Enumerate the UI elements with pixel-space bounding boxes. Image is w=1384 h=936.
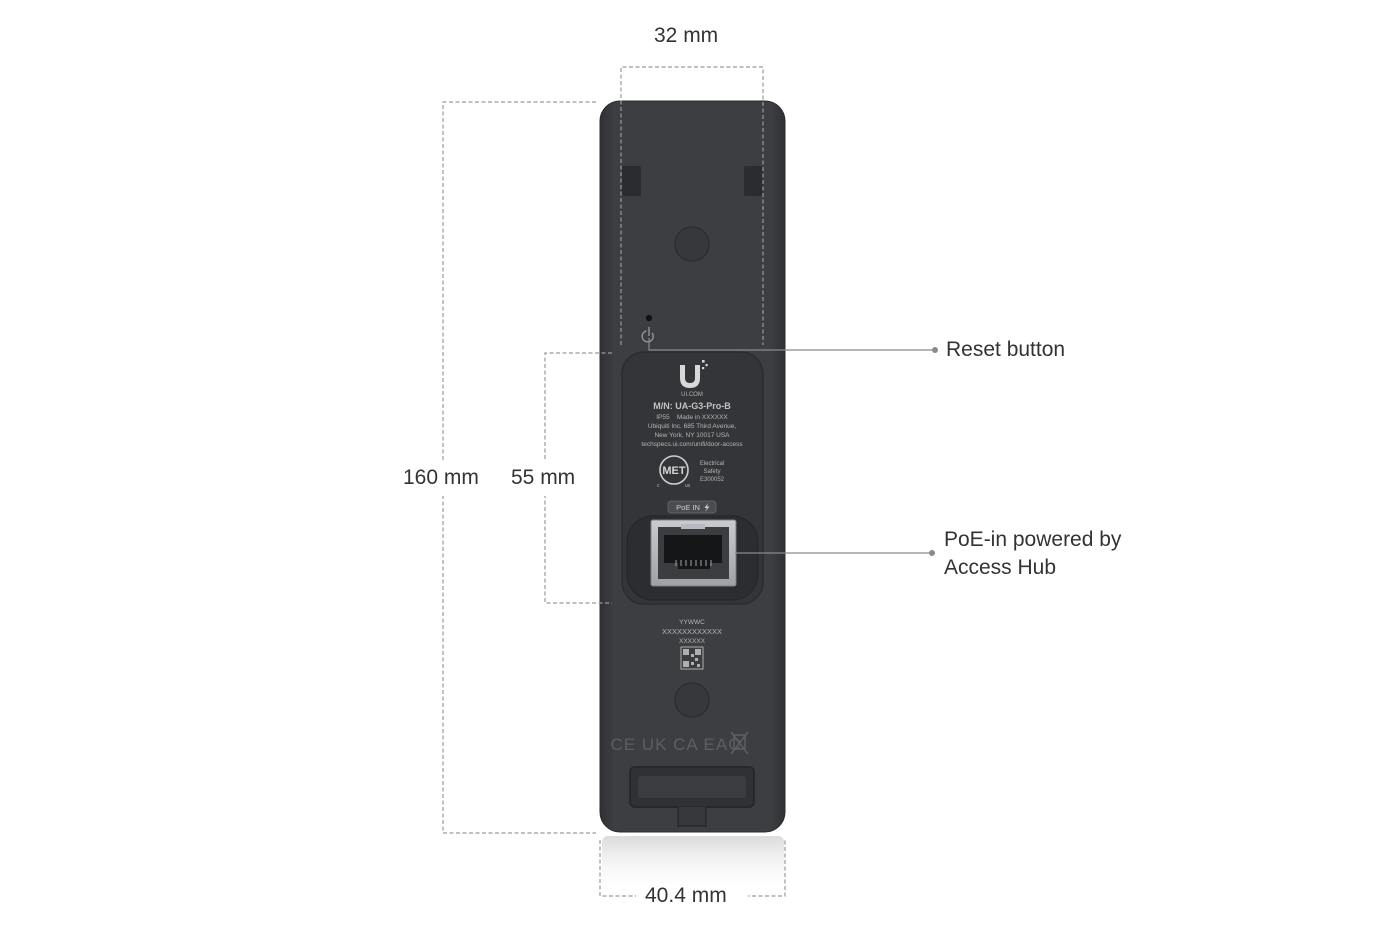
bottom-slot-inner xyxy=(638,776,746,798)
poe-tag-text: PoE IN xyxy=(676,503,700,512)
url-text: techspecs.ui.com/unifi/door-access xyxy=(641,441,743,448)
reset-icon xyxy=(641,327,654,343)
mount-slot-left xyxy=(622,166,641,196)
met-logo-icon: MET c us xyxy=(657,455,691,489)
reset-callout-dot xyxy=(932,347,938,353)
serial-line-2: XXXXXXXXXXXX xyxy=(662,627,722,636)
dim-line-32mm xyxy=(620,66,764,345)
qr-code-icon xyxy=(680,646,704,670)
ubiquiti-logo-icon xyxy=(680,360,708,388)
poe-callout-line-1: PoE-in powered by xyxy=(944,528,1122,551)
svg-text:c: c xyxy=(657,483,660,489)
cert-marks: CE UK CA EAC xyxy=(610,735,741,754)
dim-label-bottom-width: 40.4 mm xyxy=(645,884,727,907)
safety-text-2: Safety xyxy=(703,469,720,475)
serial-line-1: YYWWC xyxy=(679,619,705,626)
reset-button-callout: Reset button xyxy=(946,338,1066,361)
dim-label-port-height: 55 mm xyxy=(511,466,576,489)
address-line-1: Ubiquiti Inc. 685 Third Avenue, xyxy=(648,423,736,430)
screw-hole-top xyxy=(674,226,710,262)
device-reflection xyxy=(602,836,784,896)
reset-callout-line xyxy=(648,338,935,351)
poe-callout-dot xyxy=(929,550,935,556)
poe-tag xyxy=(667,500,717,514)
callout-lines xyxy=(648,338,935,554)
poe-callout: PoE-in powered by Access Hub xyxy=(944,526,1121,582)
brand-text: UI.COM xyxy=(681,392,703,398)
dim-line-40mm xyxy=(599,840,786,897)
reset-hole xyxy=(645,314,653,322)
weee-bin-icon xyxy=(730,731,749,755)
safety-text-3: E300052 xyxy=(700,477,725,483)
ethernet-port-icon xyxy=(650,519,737,587)
poe-callout-line-2: Access Hub xyxy=(944,556,1057,579)
dim-label-height: 160 mm xyxy=(403,466,479,489)
model-text: M/N: UA-G3-Pro-B xyxy=(653,401,731,411)
safety-text-1: Electrical xyxy=(700,461,724,467)
svg-text:us: us xyxy=(685,483,691,489)
mount-slot-right xyxy=(744,166,763,196)
dim-label-top-width: 32 mm xyxy=(654,24,719,47)
serial-line-3: XXXXXX xyxy=(679,638,706,645)
rating-text: IP55 Made in XXXXXX xyxy=(656,414,728,421)
screw-hole-bottom xyxy=(674,682,710,718)
bottom-tab xyxy=(677,807,707,827)
svg-text:MET: MET xyxy=(662,465,686,477)
address-line-2: New York, NY 10017 USA xyxy=(654,432,730,439)
lightning-icon xyxy=(704,503,710,512)
